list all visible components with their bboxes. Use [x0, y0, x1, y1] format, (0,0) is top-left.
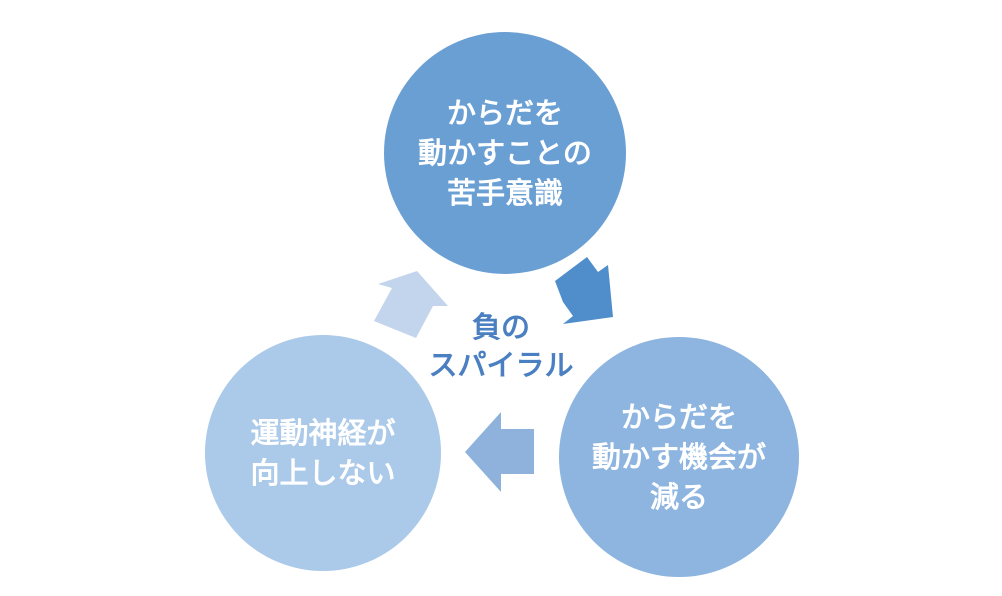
center-label: 負の スパイラル: [410, 308, 592, 384]
center-label-line1: 負の: [471, 310, 530, 344]
node-right-line2: 動かす機会が: [591, 440, 766, 474]
node-top-line3: 苦手意識: [446, 176, 563, 210]
node-top-line2: 動かすことの: [418, 136, 592, 170]
center-label-line2: スパイラル: [428, 348, 574, 382]
node-left-line2: 向上しない: [250, 456, 396, 490]
node-right-line3: 減る: [649, 480, 708, 514]
arrow-right-to-left: [465, 412, 534, 492]
node-top-circle: からだを 動かすことの 苦手意識: [384, 32, 626, 274]
arrow-left-to-top: [374, 271, 448, 338]
node-right-circle: からだを 動かす機会が 減る: [559, 337, 799, 577]
node-left-circle: 運動神経が 向上しない: [205, 335, 441, 571]
node-top-line1: からだを: [446, 96, 563, 130]
arrow-top-to-right: [555, 257, 613, 324]
node-left-line1: 運動神経が: [250, 416, 396, 450]
node-right-line1: からだを: [620, 400, 737, 434]
